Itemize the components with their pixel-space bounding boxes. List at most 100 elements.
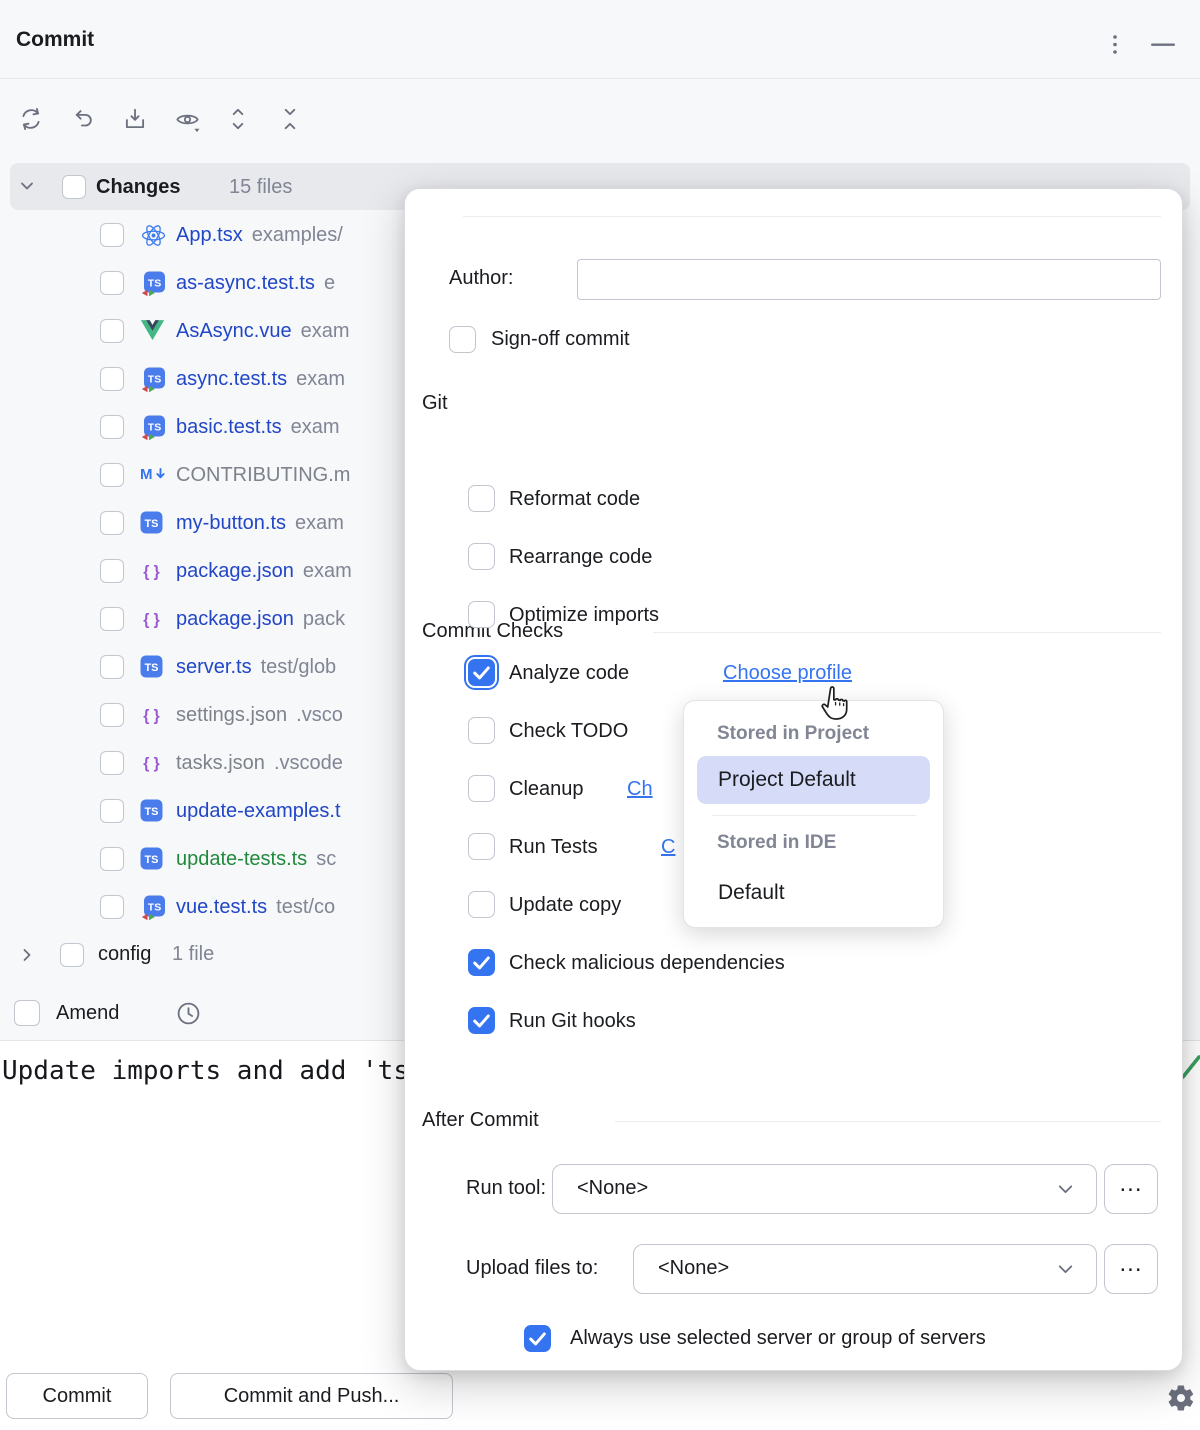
file-checkbox[interactable] xyxy=(100,271,124,295)
check-label[interactable]: Reformat code xyxy=(509,488,641,510)
always-use-server-label[interactable]: Always use selected server or group of s… xyxy=(570,1327,986,1349)
file-name[interactable]: settings.json.vsco xyxy=(176,704,343,726)
check-label[interactable]: Run Git hooks xyxy=(509,1010,636,1032)
check-checkbox[interactable] xyxy=(468,717,495,744)
signoff-label[interactable]: Sign-off commit xyxy=(491,328,630,350)
check-label[interactable]: Run Tests xyxy=(509,836,598,858)
commit-button[interactable]: Commit xyxy=(6,1373,148,1419)
kebab-menu-icon[interactable] xyxy=(1100,30,1130,60)
commit-message-text[interactable]: Update imports and add 'ts xyxy=(2,1056,409,1086)
check-label[interactable]: Check TODO xyxy=(509,720,629,742)
check-checkbox[interactable] xyxy=(468,775,495,802)
file-checkbox[interactable] xyxy=(100,463,124,487)
file-checkbox[interactable] xyxy=(100,511,124,535)
chevron-down-icon[interactable] xyxy=(16,175,38,197)
file-row[interactable]: { }settings.json.vsco xyxy=(0,691,1200,739)
file-checkbox[interactable] xyxy=(100,367,124,391)
changes-label[interactable]: Changes xyxy=(96,176,181,198)
file-name[interactable]: tasks.json.vscode xyxy=(176,752,343,774)
check-label[interactable]: Rearrange code xyxy=(509,546,653,568)
amend-label[interactable]: Amend xyxy=(56,1002,120,1024)
dropdown-item-default[interactable]: Default xyxy=(718,881,785,904)
check-checkbox[interactable] xyxy=(468,601,495,628)
file-checkbox[interactable] xyxy=(100,751,124,775)
file-name[interactable]: update-examples.t xyxy=(176,800,341,822)
check-checkbox[interactable] xyxy=(468,833,495,860)
file-name[interactable]: CONTRIBUTING.m xyxy=(176,464,351,486)
upload-files-more-button[interactable]: ... xyxy=(1104,1244,1158,1294)
file-checkbox[interactable] xyxy=(100,799,124,823)
history-icon[interactable] xyxy=(176,1001,201,1026)
file-checkbox[interactable] xyxy=(100,559,124,583)
file-checkbox[interactable] xyxy=(100,607,124,631)
run-tool-more-button[interactable]: ... xyxy=(1104,1164,1158,1214)
expand-all-icon[interactable] xyxy=(224,105,252,133)
rollback-icon[interactable] xyxy=(69,105,97,133)
check-checkbox[interactable] xyxy=(468,543,495,570)
check-checkbox[interactable] xyxy=(468,485,495,512)
refresh-icon[interactable] xyxy=(17,105,45,133)
always-use-server-checkbox[interactable] xyxy=(524,1325,551,1352)
check-label[interactable]: Analyze code xyxy=(509,662,630,684)
file-checkbox[interactable] xyxy=(100,895,124,919)
chevron-right-icon[interactable] xyxy=(16,944,38,966)
file-checkbox[interactable] xyxy=(100,319,124,343)
profile-link[interactable]: Ch xyxy=(627,778,653,800)
check-checkbox[interactable] xyxy=(468,949,495,976)
collapse-all-icon[interactable] xyxy=(276,105,304,133)
check-label[interactable]: Cleanup xyxy=(509,778,584,800)
config-label[interactable]: config xyxy=(98,943,152,965)
changes-checkbox[interactable] xyxy=(62,175,86,199)
config-checkbox[interactable] xyxy=(60,943,84,967)
group-row-config[interactable]: config 1 file xyxy=(0,931,1200,979)
file-checkbox[interactable] xyxy=(100,223,124,247)
shelve-icon[interactable] xyxy=(121,105,149,133)
upload-files-select[interactable]: <None> xyxy=(633,1244,1097,1294)
file-checkbox[interactable] xyxy=(100,703,124,727)
file-checkbox[interactable] xyxy=(100,415,124,439)
author-input[interactable] xyxy=(577,259,1161,300)
check-checkbox[interactable] xyxy=(468,891,495,918)
file-checkbox[interactable] xyxy=(100,847,124,871)
commit-and-push-button[interactable]: Commit and Push... xyxy=(170,1373,453,1419)
signoff-checkbox[interactable] xyxy=(449,326,476,353)
file-row[interactable]: { }tasks.json.vscode xyxy=(0,739,1200,787)
check-label[interactable]: Check malicious dependencies xyxy=(509,952,785,974)
dropdown-item-project-default[interactable]: Project Default xyxy=(697,756,930,804)
check-checkbox[interactable] xyxy=(464,655,499,690)
file-checkbox[interactable] xyxy=(100,655,124,679)
check-label[interactable]: Optimize imports xyxy=(509,604,660,626)
amend-checkbox[interactable] xyxy=(14,1000,40,1026)
check-label[interactable]: Update copy xyxy=(509,894,622,916)
run-tool-select[interactable]: <None> xyxy=(552,1164,1097,1214)
preview-diff-icon[interactable] xyxy=(173,105,201,133)
choose-profile-link[interactable]: Choose profile xyxy=(723,662,852,684)
gear-icon[interactable] xyxy=(1166,1383,1196,1413)
profile-link[interactable]: C xyxy=(661,836,676,858)
minimize-icon[interactable] xyxy=(1148,30,1178,60)
